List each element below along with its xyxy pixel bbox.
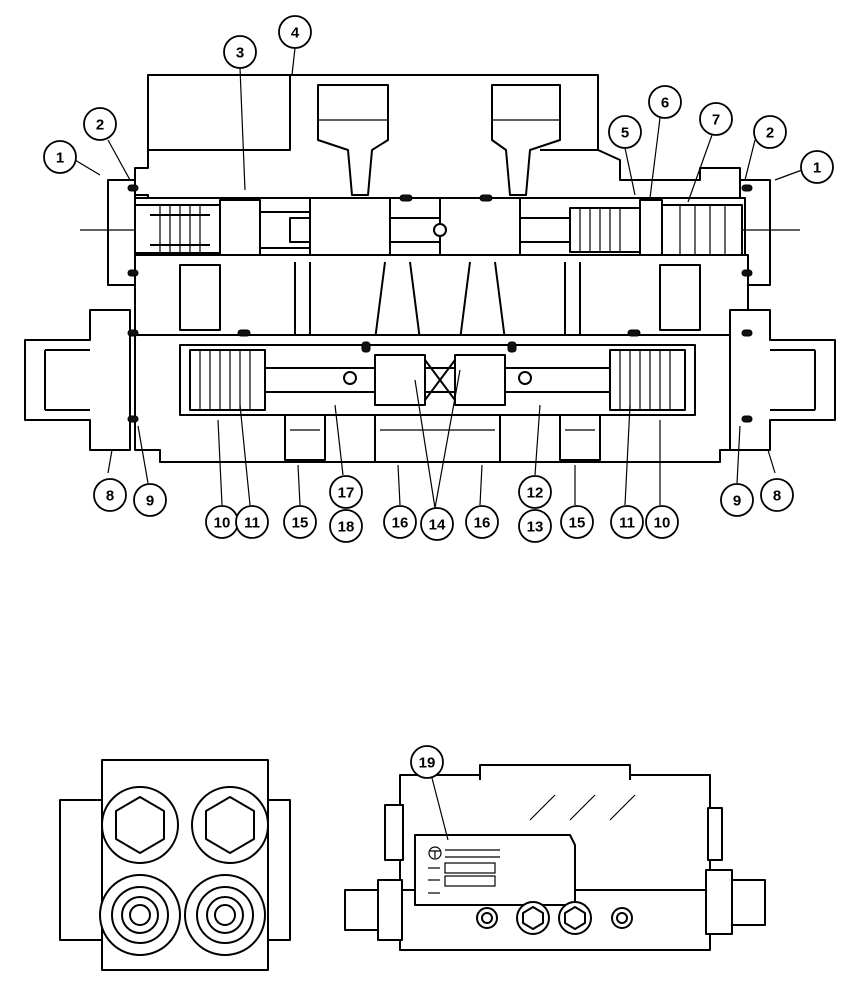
svg-text:19: 19: [419, 755, 436, 772]
svg-text:6: 6: [661, 95, 669, 112]
side-view: [344, 764, 766, 951]
callout: 2: [83, 107, 117, 141]
svg-text:13: 13: [527, 519, 544, 536]
callout: 13: [518, 509, 552, 543]
callout: 11: [610, 505, 644, 539]
name-plate-lines: [428, 846, 500, 894]
callout: 18: [329, 509, 363, 543]
svg-text:18: 18: [338, 519, 355, 536]
callout: 8: [93, 478, 127, 512]
valve-body-section-view: [24, 74, 836, 463]
check-poppet-right: [454, 354, 506, 406]
callout: 1: [800, 150, 834, 184]
leader-lines: [74, 47, 803, 841]
end-view: [59, 759, 291, 971]
callout: 17: [329, 475, 363, 509]
jam-nut: [639, 199, 663, 261]
lower-spool-rod: [264, 367, 611, 393]
svg-text:8: 8: [106, 488, 114, 505]
svg-text:17: 17: [338, 485, 355, 502]
svg-text:16: 16: [474, 515, 491, 532]
svg-text:16: 16: [392, 515, 409, 532]
svg-text:2: 2: [766, 125, 774, 142]
valve-body-middle: [134, 254, 749, 336]
svg-text:1: 1: [813, 160, 821, 177]
callout: 9: [133, 483, 167, 517]
callout: 8: [760, 478, 794, 512]
spring-right: [609, 349, 686, 411]
callout: 10: [205, 505, 239, 539]
svg-text:2: 2: [96, 117, 104, 134]
svg-text:14: 14: [429, 517, 446, 534]
svg-text:10: 10: [214, 515, 231, 532]
lower-port-center: [374, 409, 501, 463]
bolt-3: [558, 901, 592, 935]
callout: 7: [699, 102, 733, 136]
svg-text:5: 5: [621, 125, 629, 142]
callout: 10: [645, 505, 679, 539]
svg-text:15: 15: [569, 515, 586, 532]
bolt-1: [476, 907, 498, 929]
end-cap-upper-left: [107, 179, 136, 286]
svg-text:11: 11: [619, 515, 635, 532]
callout: 4: [278, 15, 312, 49]
callout: 9: [720, 483, 754, 517]
svg-text:15: 15: [292, 515, 309, 532]
o-ring-seals: [127, 184, 753, 423]
end-fitting-left: [24, 309, 131, 451]
callout: 15: [283, 505, 317, 539]
callout: 1: [43, 140, 77, 174]
callout: 2: [753, 115, 787, 149]
end-fitting-right: [729, 309, 836, 451]
callout: 12: [518, 475, 552, 509]
svg-text:1: 1: [56, 150, 64, 167]
svg-text:9: 9: [146, 493, 154, 510]
svg-text:3: 3: [236, 45, 244, 62]
callout: 3: [223, 35, 257, 69]
callout: 19: [410, 745, 444, 779]
callouts: 1 2 3 4 2 1 5 6 7 8 9 10 11 15 17 18 16 …: [43, 15, 834, 779]
spring-left: [189, 349, 266, 411]
callout: 5: [608, 115, 642, 149]
svg-text:11: 11: [244, 515, 260, 532]
callout: 11: [235, 505, 269, 539]
check-poppet-left: [374, 354, 426, 406]
side-fitting-right-top: [707, 807, 723, 861]
callout: 14: [420, 507, 454, 541]
svg-text:9: 9: [733, 493, 741, 510]
svg-text:12: 12: [527, 485, 544, 502]
bolt-4: [611, 907, 633, 929]
callout: 15: [560, 505, 594, 539]
svg-text:4: 4: [291, 25, 300, 42]
svg-text:7: 7: [712, 112, 720, 129]
bolt-2: [516, 901, 550, 935]
callout: 6: [648, 85, 682, 119]
side-fitting-left-top: [384, 804, 404, 861]
callout: 16: [383, 505, 417, 539]
svg-text:8: 8: [773, 488, 781, 505]
upper-port-left: [317, 84, 389, 196]
callout: 16: [465, 505, 499, 539]
svg-text:10: 10: [654, 515, 671, 532]
upper-port-right: [491, 84, 561, 196]
